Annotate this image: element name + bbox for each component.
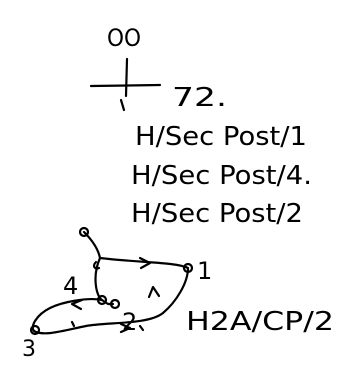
node-label-3: 3 <box>22 337 36 362</box>
node-label-4: 4 <box>63 272 78 300</box>
arrow-top-icon <box>138 256 152 270</box>
reference-line-2: H/Sec Post/4. <box>131 161 312 191</box>
loop-outer-path <box>31 256 190 335</box>
arrow-bottom-icon <box>119 322 132 334</box>
node-4-marker <box>96 294 108 306</box>
node-label-2: 2 <box>122 308 137 336</box>
cross-mark <box>89 57 162 112</box>
arrow-left-icon <box>70 298 84 311</box>
top-mark: OO <box>107 24 141 52</box>
arrow-right-icon <box>147 285 161 299</box>
start-node-circle <box>78 226 90 238</box>
circuit-loop <box>31 226 190 335</box>
loop-start-tail <box>82 230 102 260</box>
node-1-marker <box>182 262 194 274</box>
circuit-caption: H2A/CP/2 <box>186 307 334 337</box>
node-3-marker <box>29 324 41 336</box>
reference-line-3: H/Sec Post/2 <box>131 199 303 229</box>
node-label-1: 1 <box>197 257 212 285</box>
reference-line-1: H/Sec Post/1 <box>135 122 307 152</box>
circuit-nodes <box>29 262 194 336</box>
number-label: 72. <box>172 83 227 113</box>
node-2-marker <box>109 298 121 310</box>
direction-arrows <box>70 256 161 334</box>
